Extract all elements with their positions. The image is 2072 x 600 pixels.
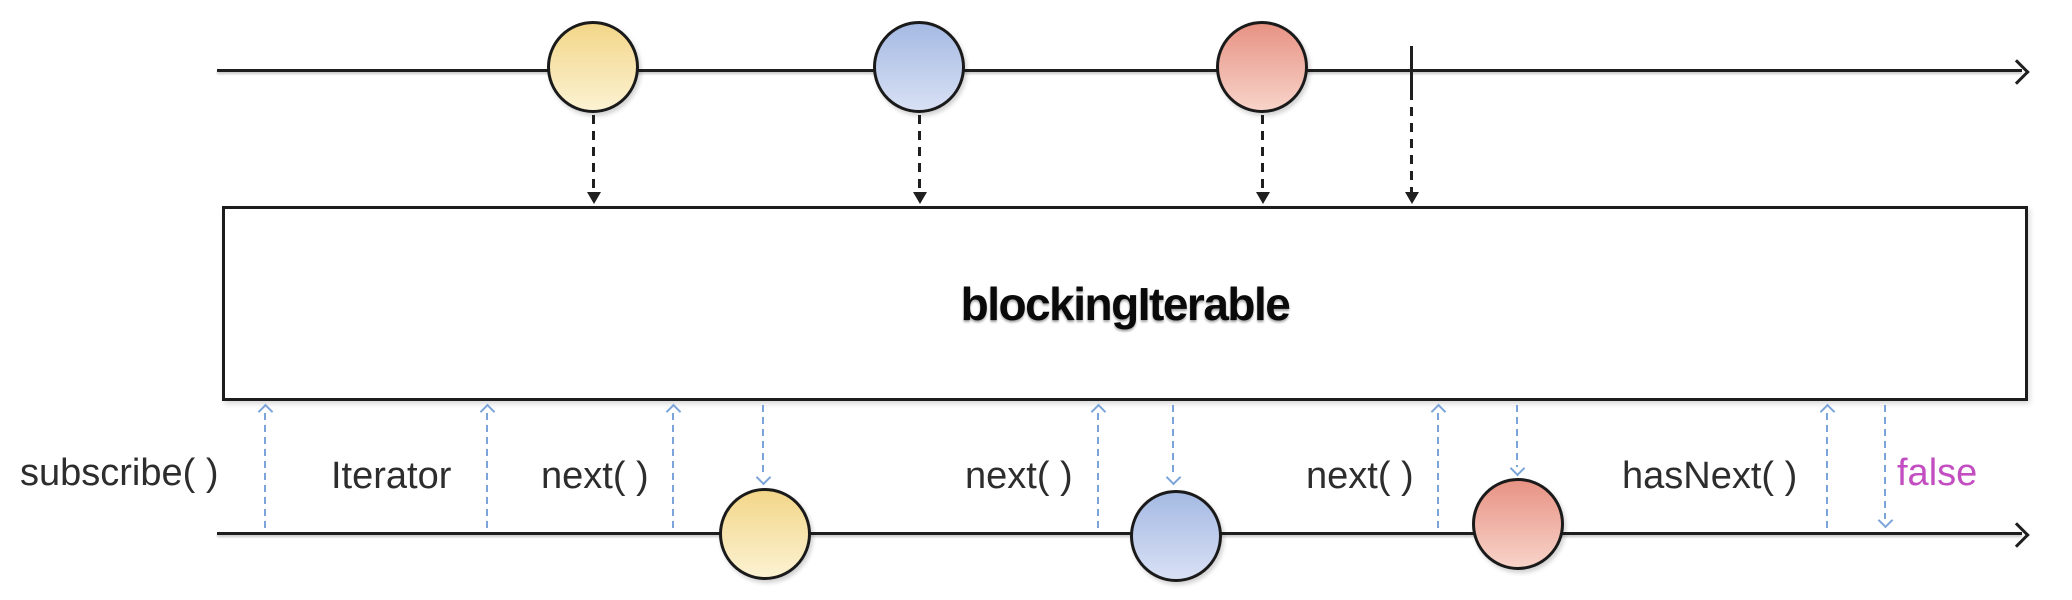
- arrow-up-icon: [1430, 403, 1446, 420]
- arrow-up-icon: [1090, 403, 1106, 420]
- next-call-arrow-3: [1430, 403, 1446, 530]
- source-marble-red: [1216, 21, 1308, 113]
- next-call-arrow-1: [665, 403, 681, 530]
- arrow-down-icon: [1165, 469, 1181, 486]
- arrow-down-icon: [912, 192, 927, 204]
- subscribe-label: subscribe( ): [20, 452, 219, 494]
- next-label-3: next( ): [1306, 455, 1414, 497]
- dashed-line: [1172, 405, 1174, 476]
- dashed-line: [1516, 405, 1518, 467]
- dashed-line: [1884, 405, 1886, 519]
- dashed-line: [1097, 413, 1099, 530]
- source-timeline-arrowhead-icon: [2004, 59, 2030, 85]
- consumer-marble-yellow: [719, 488, 811, 580]
- arrow-up-icon: [1819, 403, 1835, 420]
- dashed-line: [918, 115, 921, 192]
- arrow-down-icon: [1509, 460, 1525, 477]
- iterator-call-arrow: [479, 403, 495, 530]
- dashed-line: [486, 413, 488, 530]
- emission-arrow-complete: [1404, 107, 1419, 204]
- consumer-marble-red: [1472, 478, 1564, 570]
- return-arrow-blue: [1165, 405, 1181, 486]
- arrow-down-icon: [755, 469, 771, 486]
- arrow-up-icon: [479, 403, 495, 420]
- return-arrow-red: [1509, 405, 1525, 477]
- operator-box: blockingIterable: [222, 206, 2028, 401]
- return-arrow-false: [1877, 405, 1893, 529]
- consumer-timeline: [217, 532, 2022, 535]
- consumer-marble-blue: [1130, 490, 1222, 582]
- arrow-down-icon: [1404, 192, 1419, 204]
- arrow-up-icon: [257, 403, 273, 420]
- dashed-line: [1410, 107, 1413, 192]
- dashed-line: [1437, 413, 1439, 530]
- emission-arrow-blue: [912, 115, 927, 204]
- iterator-label: Iterator: [331, 455, 452, 497]
- arrow-up-icon: [665, 403, 681, 420]
- subscribe-call-arrow: [257, 403, 273, 530]
- hasnext-call-arrow: [1819, 403, 1835, 530]
- next-label-2: next( ): [965, 455, 1073, 497]
- source-timeline: [217, 69, 2022, 72]
- return-arrow-yellow: [755, 405, 771, 486]
- dashed-line: [1826, 413, 1828, 530]
- false-label: false: [1897, 452, 1978, 494]
- consumer-timeline-arrowhead-icon: [2004, 522, 2030, 548]
- dashed-line: [264, 413, 266, 530]
- arrow-down-icon: [1255, 192, 1270, 204]
- arrow-down-icon: [586, 192, 601, 204]
- dashed-line: [592, 115, 595, 192]
- source-marble-yellow: [547, 21, 639, 113]
- hasnext-label: hasNext( ): [1622, 455, 1798, 497]
- source-marble-blue: [873, 21, 965, 113]
- next-label-1: next( ): [541, 455, 649, 497]
- arrow-down-icon: [1877, 512, 1893, 529]
- complete-marker: [1410, 46, 1413, 100]
- dashed-line: [762, 405, 764, 476]
- operator-label: blockingIterable: [960, 277, 1291, 330]
- dashed-line: [1261, 115, 1264, 192]
- emission-arrow-yellow: [586, 115, 601, 204]
- dashed-line: [672, 413, 674, 530]
- emission-arrow-red: [1255, 115, 1270, 204]
- next-call-arrow-2: [1090, 403, 1106, 530]
